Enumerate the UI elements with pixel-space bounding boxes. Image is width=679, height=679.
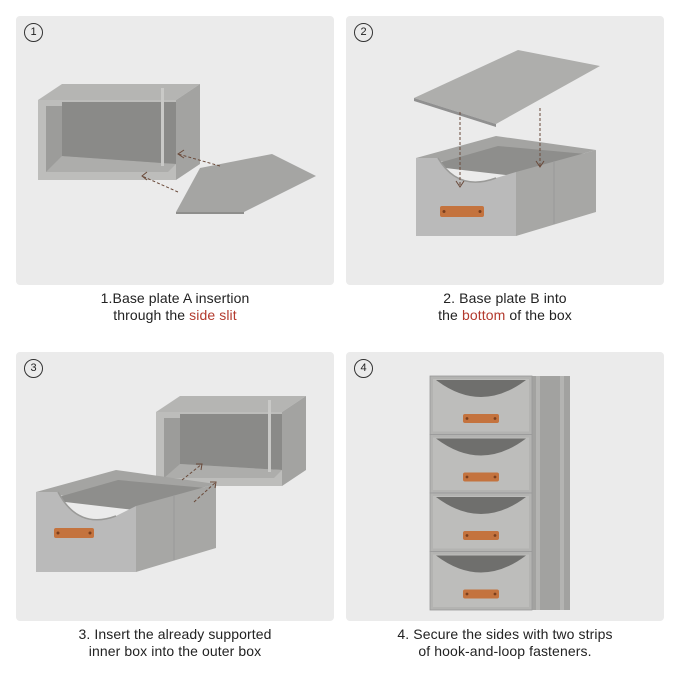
handle-rivet <box>493 592 497 596</box>
step-4-panel: 4 <box>346 352 664 621</box>
step-1-number-badge: 1 <box>24 23 43 42</box>
handle-rivet <box>465 534 469 537</box>
handle-rivet <box>493 534 497 537</box>
step-2-panel: 2 <box>346 16 664 285</box>
step-1-caption-line1: 1.Base plate A insertion <box>100 290 250 306</box>
base-plate-a-edge <box>176 212 244 214</box>
open-box-front-cutout-edge <box>437 157 497 183</box>
handle-rivet <box>465 592 469 596</box>
insert-arrow-2 <box>141 175 179 193</box>
insert-arrow-1 <box>181 463 203 481</box>
step-2-caption-line1: 2. Base plate B into <box>443 290 567 306</box>
drawer-unit <box>429 434 533 494</box>
step-2-illustration <box>414 50 600 236</box>
step-3-illustration <box>36 396 306 572</box>
step-1-panel: 1 <box>16 16 334 285</box>
step-1-caption: 1.Base plate A insertion through the sid… <box>16 290 334 324</box>
step-1-illustration <box>38 84 316 214</box>
fastener-strip-1 <box>536 376 540 610</box>
step-1-highlight: side slit <box>189 307 237 323</box>
drawer-unit <box>429 492 533 552</box>
step-2-caption-line2: the bottom of the box <box>438 307 572 323</box>
fastener-strip-2 <box>560 376 564 610</box>
leather-handle <box>463 531 499 540</box>
step-1-caption-line2: through the side slit <box>113 307 237 323</box>
side-slit <box>161 88 164 166</box>
handle-rivet <box>493 475 497 479</box>
drawer-cutout <box>436 497 526 514</box>
step-3-caption-line1: 3. Insert the already supported <box>78 626 272 642</box>
outer-box-right-side <box>176 84 200 180</box>
step-4-caption-line1: 4. Secure the sides with two strips <box>397 626 613 642</box>
open-box-interior-floor <box>428 146 586 176</box>
step-3-caption: 3. Insert the already supported inner bo… <box>16 626 334 660</box>
drawer-cutout <box>436 438 526 456</box>
drawer-unit <box>429 375 533 435</box>
insert-arrow-1-head <box>177 149 185 159</box>
outer-box-top <box>38 84 200 100</box>
drawer-unit <box>429 551 533 611</box>
insert-arrow-1 <box>177 153 221 167</box>
base-plate-b <box>414 50 600 124</box>
step-4-caption-line2: of hook-and-loop fasteners. <box>418 643 592 659</box>
outer-box-inner-back <box>62 102 176 164</box>
leather-handle <box>463 414 499 423</box>
step-3-panel: 3 <box>16 352 334 621</box>
step-2-number-badge: 2 <box>354 23 373 42</box>
base-plate-b-edge <box>414 98 496 127</box>
step-4-caption: 4. Secure the sides with two strips of h… <box>346 626 664 660</box>
step-2-highlight: bottom <box>461 307 506 323</box>
handle-rivet <box>465 417 469 420</box>
step-4-illustration <box>429 375 570 611</box>
handle-rivet <box>465 475 469 479</box>
step-3-number-badge: 3 <box>24 359 43 378</box>
outer-box-inner-floor <box>46 156 176 172</box>
insert-arrow-2-head <box>141 171 148 181</box>
handle-rivet <box>493 417 497 420</box>
step-2-caption: 2. Base plate B into the bottom of the b… <box>346 290 664 324</box>
leather-handle <box>463 472 499 482</box>
drawer-cutout <box>436 380 526 397</box>
leather-handle <box>54 528 94 538</box>
leather-handle <box>463 589 499 599</box>
open-box-right-side <box>516 150 596 236</box>
leather-handle <box>440 206 484 217</box>
drawer-cutout <box>436 555 526 573</box>
step-4-number-badge: 4 <box>354 359 373 378</box>
step-3-caption-line2: inner box into the outer box <box>88 643 262 659</box>
base-plate-a <box>176 154 316 212</box>
